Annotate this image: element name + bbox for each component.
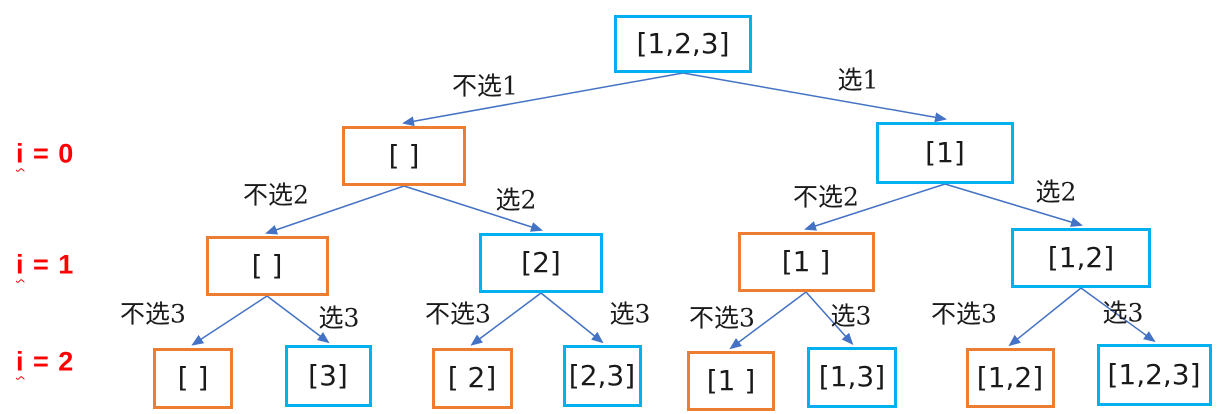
row-label-rest: = 2 — [24, 346, 75, 377]
edge-label: 不选3 — [689, 303, 755, 333]
edge-label: 选3 — [609, 299, 651, 329]
edge-line-b11-c110 — [1008, 287, 1082, 347]
edge-label: 选3 — [318, 303, 360, 333]
tree-node-c100: [1 ] — [687, 351, 775, 411]
row-label-i-2: i = 2 — [16, 346, 75, 377]
tree-node-b00: [ ] — [205, 236, 329, 296]
edge-line-b11-c111 — [1080, 287, 1156, 343]
edge-label: 选1 — [837, 65, 879, 95]
edge-line-a1-b11 — [944, 183, 1083, 227]
edge-label: 不选1 — [452, 71, 518, 101]
row-label-index-char: i — [16, 249, 25, 280]
edge-label: 不选3 — [425, 299, 491, 329]
tree-node-c011: [2,3] — [562, 345, 642, 407]
edge-line-root-a1 — [682, 72, 947, 123]
edge-label: 不选2 — [793, 182, 859, 212]
row-label-rest: = 1 — [24, 249, 75, 280]
edge-lines-group — [191, 72, 1156, 350]
tree-node-c101: [1,3] — [807, 346, 897, 408]
edge-line-b10-c100 — [729, 291, 807, 350]
edge-label: 不选2 — [243, 180, 309, 210]
tree-node-c010: [ 2] — [431, 347, 513, 409]
row-label-rest: = 0 — [24, 138, 75, 169]
edge-line-b01-c011 — [540, 292, 604, 344]
edge-label: 不选3 — [931, 299, 997, 329]
tree-node-c000: [ ] — [153, 347, 233, 409]
tree-node-b10: [1 ] — [737, 232, 875, 292]
tree-node-b11: [1,2] — [1011, 228, 1151, 288]
tree-node-b01: [2] — [479, 233, 603, 293]
edge-line-b10-c101 — [805, 291, 854, 345]
edge-label: 选2 — [495, 185, 537, 215]
edge-line-b00-c000 — [191, 295, 268, 346]
row-label-index-char: i — [16, 138, 25, 169]
tree-node-a1: [1] — [876, 122, 1014, 184]
edge-line-a0-b01 — [403, 185, 543, 232]
row-label-i-0: i = 0 — [16, 138, 75, 169]
edge-label: 选3 — [830, 301, 872, 331]
tree-node-c110: [1,2] — [965, 348, 1055, 408]
row-label-index-char: i — [16, 346, 25, 377]
tree-node-c111: [1,2,3] — [1096, 344, 1212, 406]
edge-label: 选2 — [1035, 177, 1077, 207]
row-label-i-1: i = 1 — [16, 249, 75, 280]
edge-label: 不选3 — [120, 299, 186, 329]
tree-node-root: [1,2,3] — [614, 15, 752, 73]
edge-line-a0-b00 — [265, 185, 405, 235]
tree-node-a0: [ ] — [342, 126, 466, 186]
edge-line-b01-c010 — [470, 292, 542, 346]
tree-node-c001: [3] — [284, 345, 372, 407]
edge-label: 选3 — [1102, 298, 1144, 328]
edge-line-root-a0 — [402, 72, 684, 127]
edge-line-a1-b10 — [804, 183, 946, 231]
edge-line-b00-c001 — [266, 295, 330, 344]
